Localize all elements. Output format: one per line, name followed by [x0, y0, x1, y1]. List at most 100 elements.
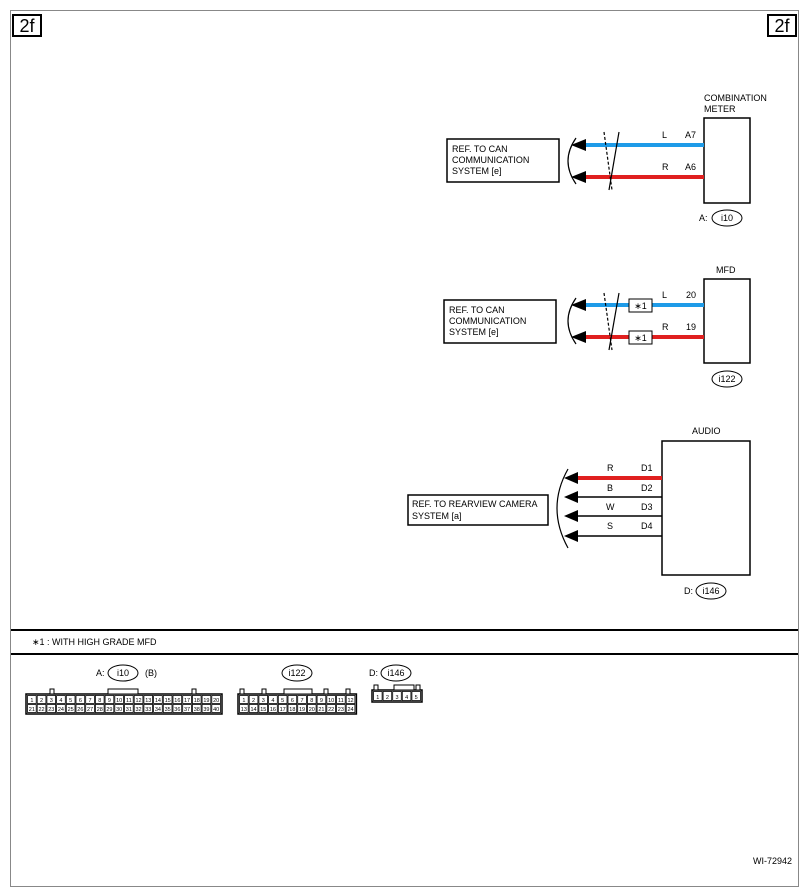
connector-pin-number: 13 — [241, 707, 247, 713]
connector-pin-cell — [326, 704, 336, 713]
audio-wire-r-color: R — [607, 463, 614, 473]
audio-connector-prefix: D: — [684, 586, 693, 596]
connector-pin-cell — [114, 704, 124, 713]
mfd-connector-oval — [711, 370, 743, 388]
connector-pin-cell — [75, 695, 86, 704]
connector-pin-number: 4 — [59, 698, 62, 704]
mfd-shield-line — [608, 292, 620, 351]
audio-ref-line2: SYSTEM [a] — [412, 511, 462, 521]
connector-pin-number: 12 — [135, 698, 141, 704]
connector-pin-number: 3 — [262, 698, 265, 704]
connector-pin-cell — [95, 704, 105, 713]
meter-wire-r-color: R — [662, 162, 669, 172]
connector-pin-cell — [85, 695, 95, 704]
connector-pin-number: 1 — [376, 695, 379, 701]
connector-pin-cell — [153, 695, 163, 704]
connector-pin-number: 5 — [69, 698, 72, 704]
connector-pin-cell — [104, 704, 115, 713]
audio-box — [661, 440, 751, 576]
connector-pin-number: 18 — [194, 698, 200, 704]
audio-arrow-r — [564, 472, 578, 484]
connector-a-name: i10 — [117, 668, 129, 678]
connector-b-name: i122 — [288, 668, 305, 678]
connector-pin-number: 34 — [155, 707, 161, 713]
connector-pin-number: 37 — [184, 707, 190, 713]
d-connector-latch — [393, 684, 415, 691]
connector-pin-number: 22 — [328, 707, 334, 713]
connector-pin-cell — [46, 704, 57, 713]
connector-pin-cell — [75, 704, 86, 713]
connector-pin-cell — [27, 695, 37, 704]
connector-d-oval — [380, 664, 412, 682]
meter-ref-box — [446, 138, 560, 183]
connector-pin-cell — [287, 704, 298, 713]
connector-pin-cell — [162, 704, 173, 713]
connector-pin-number: 1 — [242, 698, 245, 704]
connector-pin-number: 33 — [145, 707, 151, 713]
connector-pin-number: 16 — [174, 698, 180, 704]
connector-pin-cell — [392, 691, 402, 701]
connector-pin-number: 21 — [318, 707, 324, 713]
connector-pin-number: 7 — [89, 698, 92, 704]
connector-pin-number: 8 — [310, 698, 313, 704]
connector-pin-number: 36 — [174, 707, 180, 713]
connector-pin-cell — [411, 691, 421, 701]
mfd-name: MFD — [716, 265, 736, 275]
a-connector-tab-0 — [49, 688, 55, 695]
connector-pin-number: 38 — [194, 707, 200, 713]
connector-pin-cell — [27, 704, 37, 713]
meter-ref-line3: SYSTEM [e] — [452, 166, 502, 176]
connector-pin-cell — [316, 695, 327, 704]
meter-wire-r-pin: A6 — [685, 162, 696, 172]
audio-wire-s-color: S — [607, 521, 613, 531]
connector-pin-cell — [239, 695, 249, 704]
connector-pin-number: 2 — [252, 698, 255, 704]
meter-arrow-l — [571, 139, 586, 151]
connector-pin-cell — [326, 695, 336, 704]
connector-pin-number: 31 — [126, 707, 132, 713]
audio-connector-oval — [695, 582, 727, 600]
connector-pin-cell — [153, 704, 163, 713]
connector-pin-cell — [211, 704, 221, 713]
connector-pin-number: 32 — [135, 707, 141, 713]
audio-wire-b-pin: D2 — [641, 483, 653, 493]
page-id-box-left — [12, 14, 42, 37]
connector-pin-cell — [306, 695, 317, 704]
connector-pin-number: 25 — [68, 707, 74, 713]
connector-pin-cell — [162, 695, 173, 704]
connector-pin-cell — [36, 695, 47, 704]
connector-pin-number: 35 — [165, 707, 171, 713]
connector-pin-number: 30 — [116, 707, 122, 713]
connector-pin-cell — [306, 704, 317, 713]
connector-pin-number: 1 — [30, 698, 33, 704]
connector-a-prefix: A: — [96, 668, 105, 678]
connector-pin-cell — [345, 695, 356, 704]
connector-pin-cell — [258, 695, 268, 704]
connector-pin-number: 16 — [270, 707, 276, 713]
connector-pin-cell — [268, 695, 278, 704]
connector-pin-number: 23 — [338, 707, 344, 713]
connector-pin-number: 10 — [328, 698, 334, 704]
connector-pin-cell — [345, 704, 356, 713]
audio-connector-name: i146 — [702, 586, 719, 596]
audio-wire-b-color: B — [607, 483, 613, 493]
audio-wire-w-pin: D3 — [641, 502, 653, 512]
connector-pin-number: 7 — [301, 698, 304, 704]
connector-pin-number: 8 — [98, 698, 101, 704]
connector-pin-number: 24 — [58, 707, 64, 713]
connector-pin-cell — [201, 704, 212, 713]
connector-pin-number: 5 — [415, 695, 418, 701]
connector-a-suffix: (B) — [145, 668, 157, 678]
audio-wire-w-color: W — [606, 502, 615, 512]
connector-pin-cell — [172, 695, 183, 704]
page-id-box-right — [767, 14, 797, 37]
connector-pin-number: 23 — [48, 707, 54, 713]
connector-pin-cell — [297, 704, 307, 713]
connector-a-oval — [107, 664, 139, 682]
mfd-wire-l-color: L — [662, 290, 667, 300]
